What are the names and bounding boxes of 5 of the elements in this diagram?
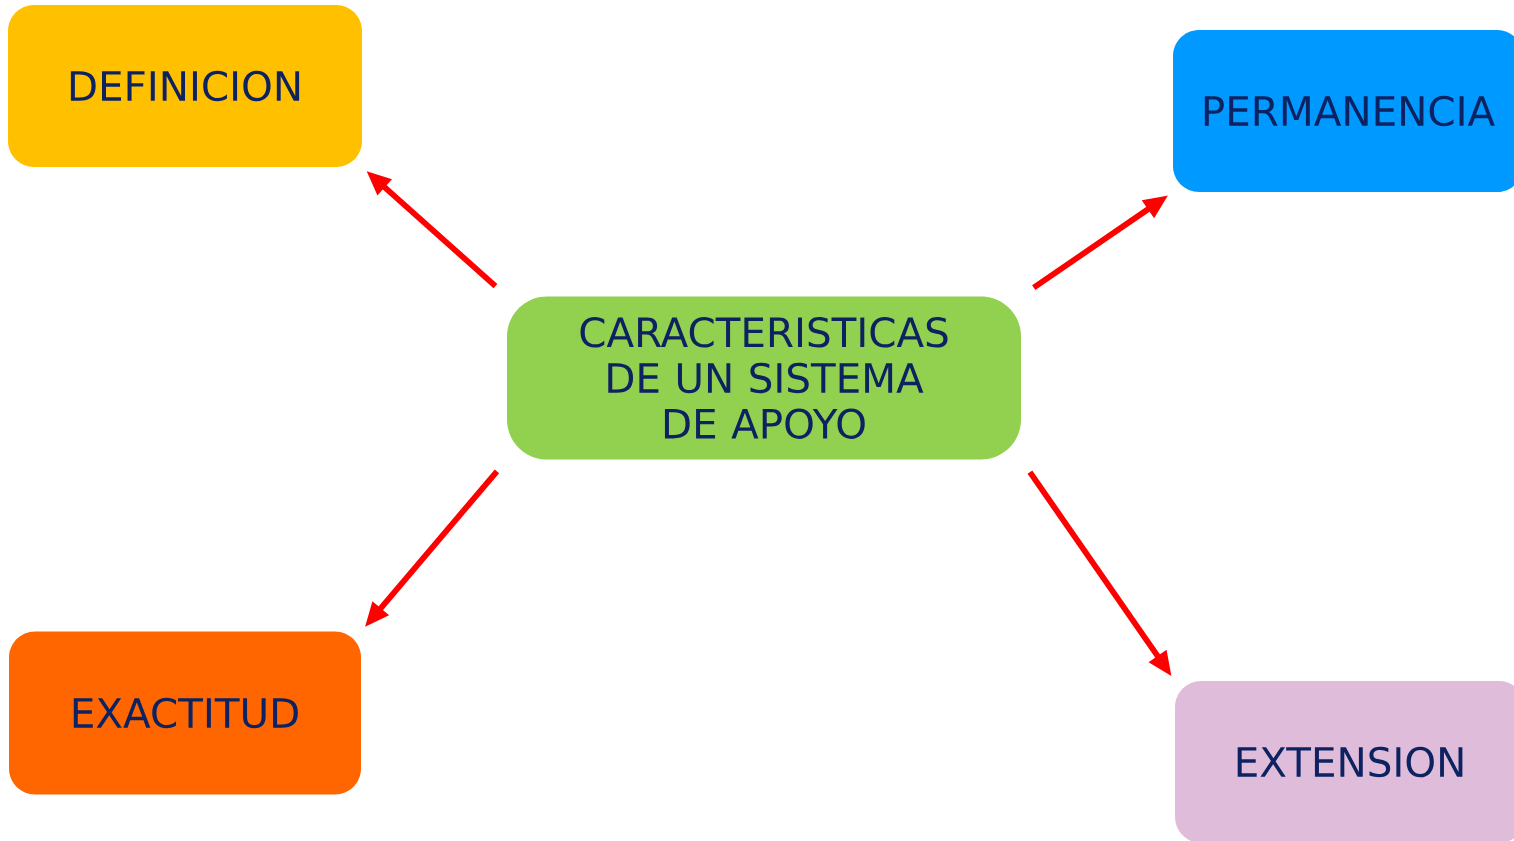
concept-box: PERMANENCIA bbox=[1173, 30, 1514, 192]
concept-box: EXTENSION bbox=[1175, 681, 1514, 841]
concept-box: EXACTITUD bbox=[9, 631, 361, 795]
concept-box: DEFINICION bbox=[8, 5, 362, 167]
concept-box: CARACTERISTICAS DE UN SISTEMA DE APOYO bbox=[507, 296, 1021, 460]
